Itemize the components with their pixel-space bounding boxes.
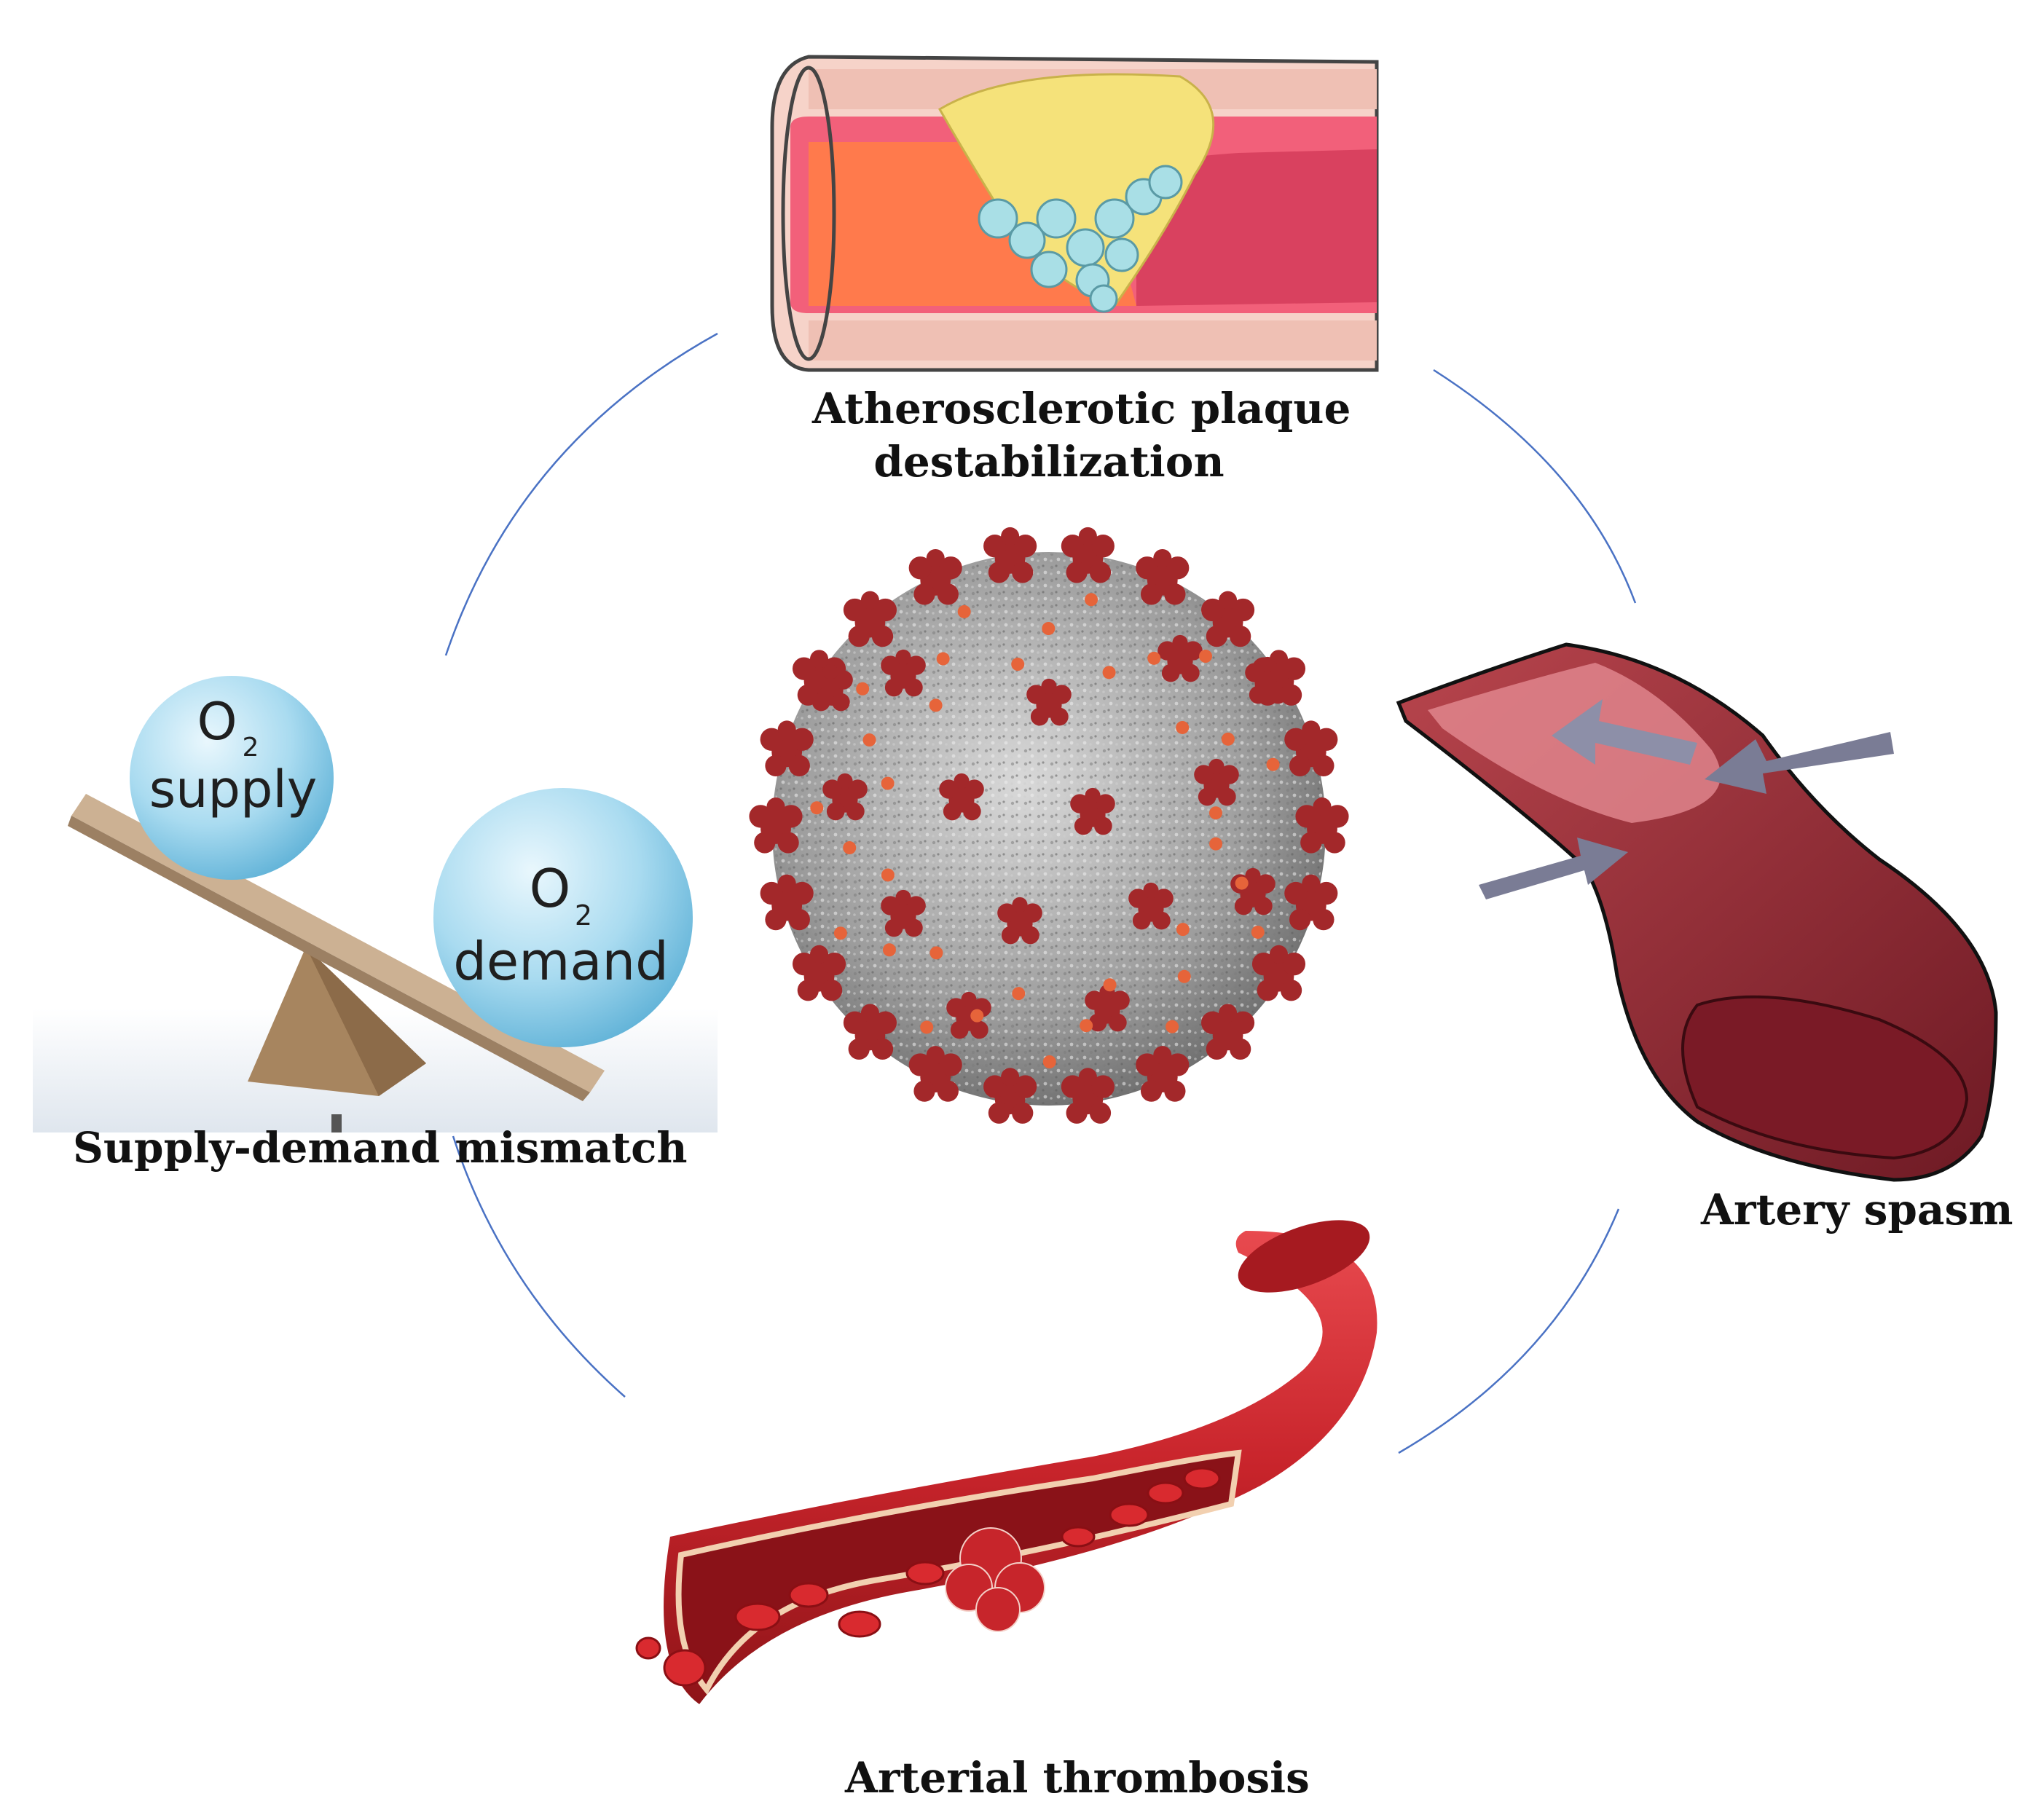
virus-dot-0 <box>1209 837 1223 851</box>
virus-dot-28 <box>1147 651 1161 665</box>
virus-dot-13 <box>882 943 896 957</box>
virus-dot-33 <box>1208 806 1222 820</box>
ring-arc-left <box>452 1135 626 1398</box>
virus-dot-24 <box>1011 658 1025 671</box>
virus-spike-rim-14 <box>843 591 897 647</box>
plaque-label: Atherosclerotic plaque destabilization <box>812 382 1351 488</box>
virus-dot-25 <box>1042 622 1056 636</box>
spasm-arrow-right <box>1705 732 1894 794</box>
virus-dot-21 <box>929 698 943 712</box>
virus-spike-rim-4 <box>1136 1046 1190 1102</box>
virus-dot-4 <box>1177 969 1191 983</box>
supply-o-text: O <box>197 692 237 752</box>
virus-spike-inner-0 <box>881 649 926 697</box>
virus-spike-rim-11 <box>749 797 803 854</box>
virus-spike-rim-1 <box>1284 874 1338 931</box>
virus-dot-11 <box>920 1020 934 1034</box>
demand-subscript: 2 <box>575 899 592 931</box>
coronavirus-illustration <box>749 527 1349 1124</box>
virus-spike-rim-7 <box>908 1046 962 1102</box>
virus-dot-8 <box>1042 1055 1056 1068</box>
virus-spike-rim-3 <box>1200 1004 1255 1060</box>
spasm-arrow-left <box>1479 838 1628 899</box>
virus-dot-22 <box>936 652 950 666</box>
virus-dot-19 <box>862 733 876 747</box>
virus-dot-5 <box>1166 1020 1179 1033</box>
virus-dot-15 <box>881 868 895 882</box>
virus-spike-rim-17 <box>1061 527 1115 583</box>
ring-arc-top-right <box>1433 369 1637 604</box>
virus-spike-inner-14 <box>1245 656 1290 704</box>
supply-subscript: 2 <box>243 733 259 763</box>
virus-spike-inner-4 <box>939 773 984 821</box>
seesaw-illustration: O 2 supply O 2 demand <box>33 676 718 1132</box>
virus-dot-9 <box>1012 987 1026 1001</box>
plaque-label-line1: Atherosclerotic plaque <box>812 384 1351 433</box>
virus-dot-18 <box>881 776 895 790</box>
virus-spike-inner-13 <box>808 663 853 712</box>
plaque-label-line2: destabilization <box>873 436 1225 487</box>
virus-spike-rim-2 <box>1251 945 1306 1001</box>
virus-dot-12 <box>929 946 943 960</box>
virus-spike-inner-5 <box>1070 787 1115 835</box>
virus-spike-inner-8 <box>997 897 1042 945</box>
virus-spike-rim-18 <box>1136 548 1190 605</box>
virus-dot-29 <box>1199 650 1213 663</box>
virus-dot-3 <box>1176 923 1190 937</box>
o2-demand-ball: O 2 demand <box>433 788 693 1047</box>
o2-supply-ball: O 2 supply <box>130 676 334 880</box>
virus-dot-23 <box>957 604 971 618</box>
virus-dot-17 <box>810 801 824 815</box>
virus-spike-rim-9 <box>792 945 846 1001</box>
virus-dot-20 <box>856 682 870 696</box>
supply-word: supply <box>149 760 318 819</box>
virus-spike-inner-6 <box>1194 758 1239 806</box>
virus-spikes <box>749 527 1349 1124</box>
virus-spike-inner-9 <box>1128 882 1174 930</box>
plaque-artery-illustration <box>770 55 1379 372</box>
virus-spike-rim-10 <box>760 874 814 931</box>
virus-dot-27 <box>1102 666 1116 680</box>
virus-spike-rim-15 <box>908 548 962 605</box>
virus-dot-7 <box>1080 1019 1093 1033</box>
virus-spike-rim-12 <box>760 720 814 776</box>
virus-spike-rim-19 <box>1200 591 1255 647</box>
virus-spike-inner-7 <box>881 889 926 937</box>
virus-spike-rim-21 <box>1284 720 1338 776</box>
demand-o-text: O <box>530 858 571 919</box>
ring-arc-top-left <box>444 332 718 656</box>
virus-dot-32 <box>1266 757 1280 771</box>
virus-spike-inner-1 <box>1026 678 1072 726</box>
virus-protein-dots <box>810 593 1280 1068</box>
virus-spike-rim-8 <box>843 1004 897 1060</box>
virus-spike-rim-6 <box>983 1068 1037 1124</box>
ring-arc-bottom-right <box>1398 1208 1620 1454</box>
virus-spike-inner-2 <box>1157 634 1203 682</box>
virus-spike-rim-5 <box>1061 1068 1115 1124</box>
arterial-thrombosis-label: Arterial thrombosis <box>845 1753 1310 1803</box>
virus-dot-6 <box>1103 978 1117 992</box>
virus-dot-30 <box>1176 720 1190 734</box>
cycle-ring <box>444 332 1637 1454</box>
virus-dot-26 <box>1085 593 1098 607</box>
virus-dot-2 <box>1251 925 1265 939</box>
artery-spasm-label: Artery spasm <box>1701 1185 2013 1234</box>
supply-demand-mismatch-label: Supply-demand mismatch <box>73 1123 688 1173</box>
virus-dot-31 <box>1221 732 1235 746</box>
demand-word: demand <box>453 931 669 992</box>
blood-cells <box>635 1467 1221 1687</box>
virus-spike-rim-16 <box>983 527 1037 583</box>
virus-dot-10 <box>970 1009 984 1023</box>
thrombus-clot <box>945 1527 1045 1632</box>
virus-dot-1 <box>1235 876 1249 890</box>
virus-spike-rim-0 <box>1295 797 1349 854</box>
virus-dot-14 <box>833 926 847 940</box>
virus-dot-16 <box>843 841 857 855</box>
arterial-thrombosis-illustration <box>626 1220 1377 1748</box>
virus-spike-inner-3 <box>822 773 868 821</box>
artery-spasm-illustration <box>1396 642 1998 1182</box>
